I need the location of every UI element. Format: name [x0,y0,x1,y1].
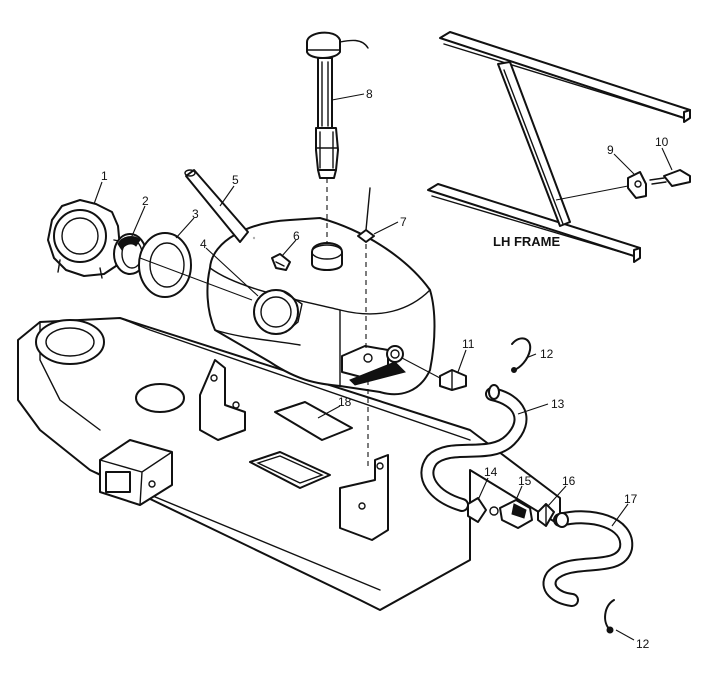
callout-4: 4 [200,237,207,251]
part-10-bolt[interactable] [649,169,691,187]
callout-5: 5 [232,173,239,187]
part-18-pad[interactable] [274,401,353,441]
callout-14: 14 [484,465,498,479]
part-14-clamp[interactable] [467,497,499,523]
part-6-fitting[interactable] [271,253,291,271]
callout-12-lower: 12 [636,637,650,651]
callout-10: 10 [655,135,669,149]
callout-13: 13 [551,397,565,411]
part-16-clamp[interactable] [537,503,555,527]
alignment-lines [139,178,629,470]
callout-9: 9 [607,143,614,157]
part-1-fuel-cap[interactable] [47,199,125,279]
part-8-fuel-gauge[interactable] [306,31,369,179]
callout-15: 15 [518,474,532,488]
callout-17: 17 [624,492,638,506]
callout-16: 16 [562,474,576,488]
callout-1: 1 [101,169,108,183]
callout-6: 6 [293,229,300,243]
part-3-seal-ring[interactable] [138,232,192,298]
part-11-fitting[interactable] [439,369,467,391]
part-13-fuel-hose[interactable] [420,384,528,512]
part-5-vent-hose[interactable] [184,169,249,243]
lh-frame: LH FRAME [427,31,691,263]
part-9-bracket[interactable] [627,171,647,199]
part-2-gasket[interactable] [113,233,147,275]
callout-leaders [93,93,673,641]
callout-11: 11 [462,337,475,351]
part-17-hose[interactable] [542,510,634,607]
callout-12-upper: 12 [540,347,554,361]
part-12-clamp-lower[interactable] [604,599,615,634]
lh-frame-label: LH FRAME [493,234,560,249]
callout-7: 7 [400,215,407,229]
part-7-strap[interactable] [252,187,375,243]
chassis-frame [17,317,561,611]
callout-3: 3 [192,207,199,221]
part-12-clamp-upper[interactable] [511,337,532,373]
callout-18: 18 [338,395,352,409]
callout-numbers: 1 2 3 4 5 6 7 8 9 10 11 12 13 14 15 16 1… [101,87,669,651]
callout-8: 8 [366,87,373,101]
callout-2: 2 [142,194,149,208]
part-4-fuel-tank[interactable] [206,217,436,396]
